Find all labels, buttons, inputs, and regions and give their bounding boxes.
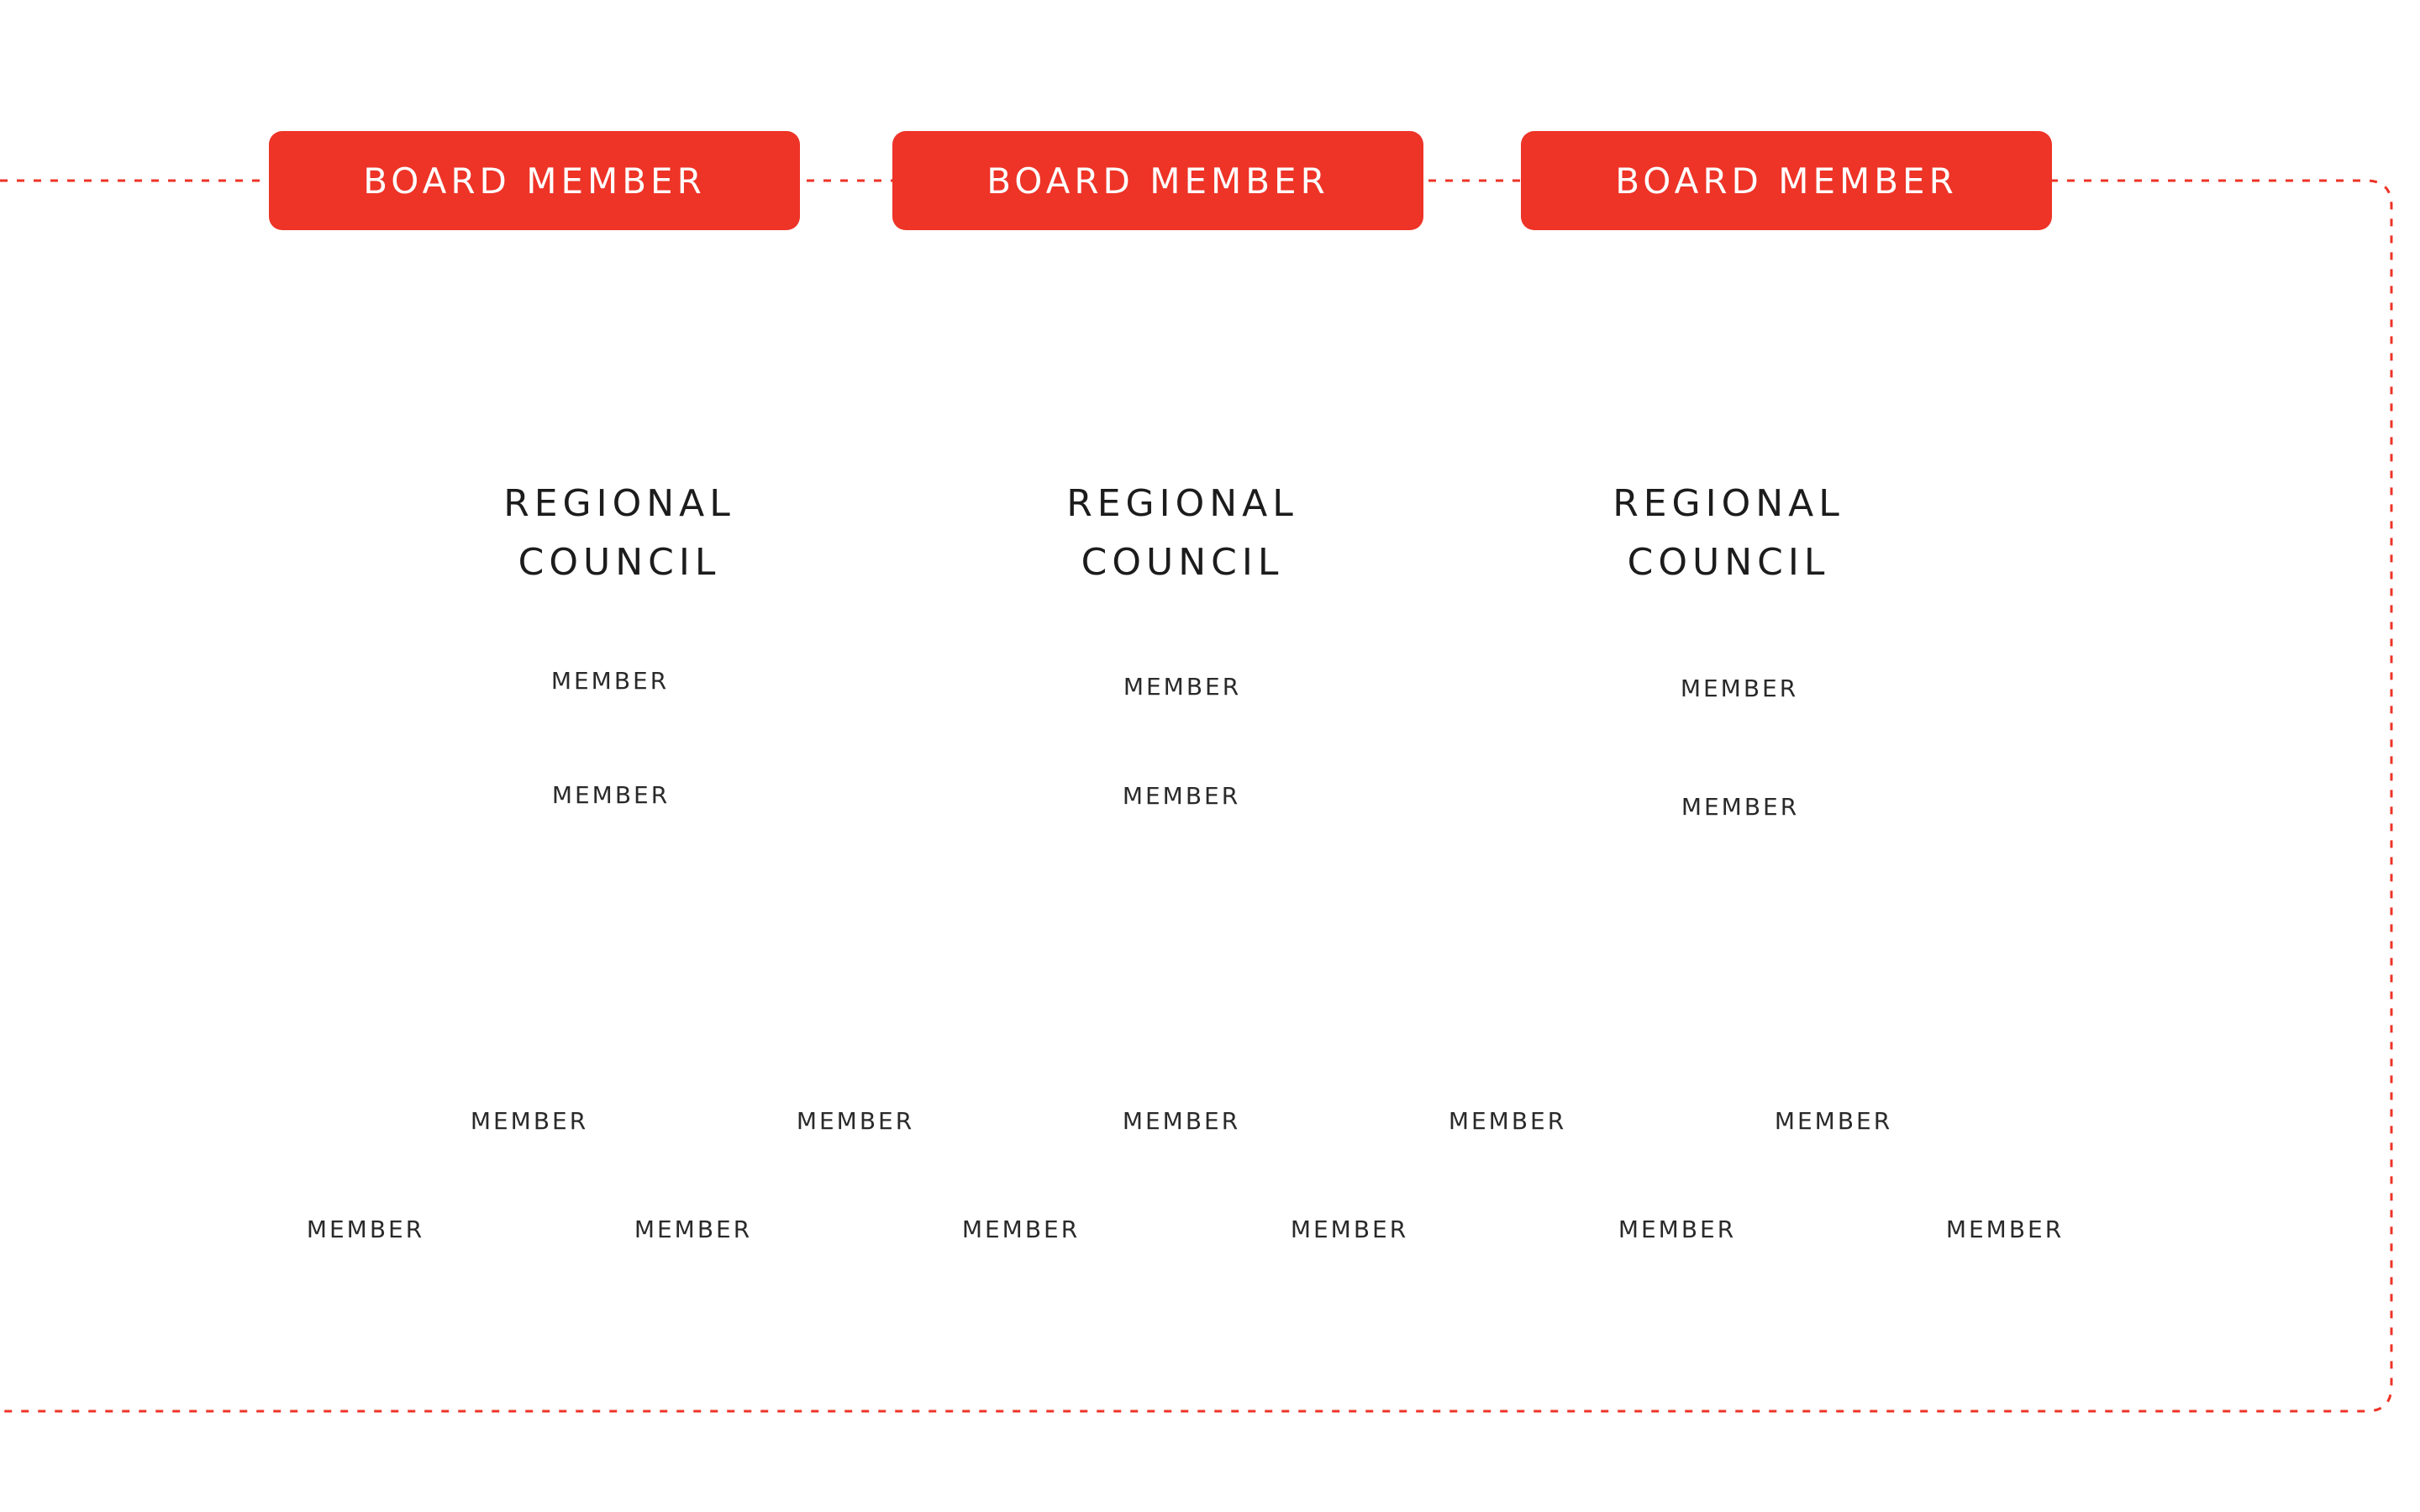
- bottom-row1-member-2: MEMBER: [796, 1107, 915, 1135]
- bottom-row2-member-1: MEMBER: [306, 1215, 425, 1243]
- council-2-member-1: MEMBER: [1123, 673, 1242, 701]
- council-1-member-2: MEMBER: [551, 781, 671, 809]
- regional-council-1: REGIONAL COUNCIL: [443, 475, 796, 592]
- regional-council-3: REGIONAL COUNCIL: [1552, 475, 1905, 592]
- council-1-member-1: MEMBER: [550, 667, 670, 695]
- council-3-member-2: MEMBER: [1681, 793, 1800, 821]
- bottom-row1-member-4: MEMBER: [1448, 1107, 1567, 1135]
- regional-council-2-line1: REGIONAL: [1066, 482, 1298, 525]
- council-3-member-1: MEMBER: [1680, 675, 1799, 702]
- bottom-row2-member-4: MEMBER: [1290, 1215, 1409, 1243]
- regional-council-3-line2: COUNCIL: [1627, 541, 1830, 584]
- regional-council-2: REGIONAL COUNCIL: [1006, 475, 1359, 592]
- regional-council-2-line2: COUNCIL: [1081, 541, 1284, 584]
- bottom-row2-member-2: MEMBER: [634, 1215, 753, 1243]
- regional-council-3-line1: REGIONAL: [1612, 482, 1844, 525]
- regional-council-1-line2: COUNCIL: [518, 541, 721, 584]
- bottom-row1-member-1: MEMBER: [470, 1107, 589, 1135]
- board-member-box-1: BOARD MEMBER: [269, 131, 800, 230]
- bottom-row2-member-5: MEMBER: [1618, 1215, 1737, 1243]
- bottom-row1-member-5: MEMBER: [1774, 1107, 1893, 1135]
- board-member-box-2: BOARD MEMBER: [892, 131, 1423, 230]
- bottom-row1-member-3: MEMBER: [1122, 1107, 1241, 1135]
- board-member-box-3: BOARD MEMBER: [1521, 131, 2052, 230]
- bottom-row2-member-6: MEMBER: [1945, 1215, 2065, 1243]
- council-2-member-2: MEMBER: [1122, 782, 1241, 810]
- bottom-row2-member-3: MEMBER: [961, 1215, 1081, 1243]
- regional-council-1-line1: REGIONAL: [503, 482, 735, 525]
- dashed-connector-path: [0, 179, 2393, 1413]
